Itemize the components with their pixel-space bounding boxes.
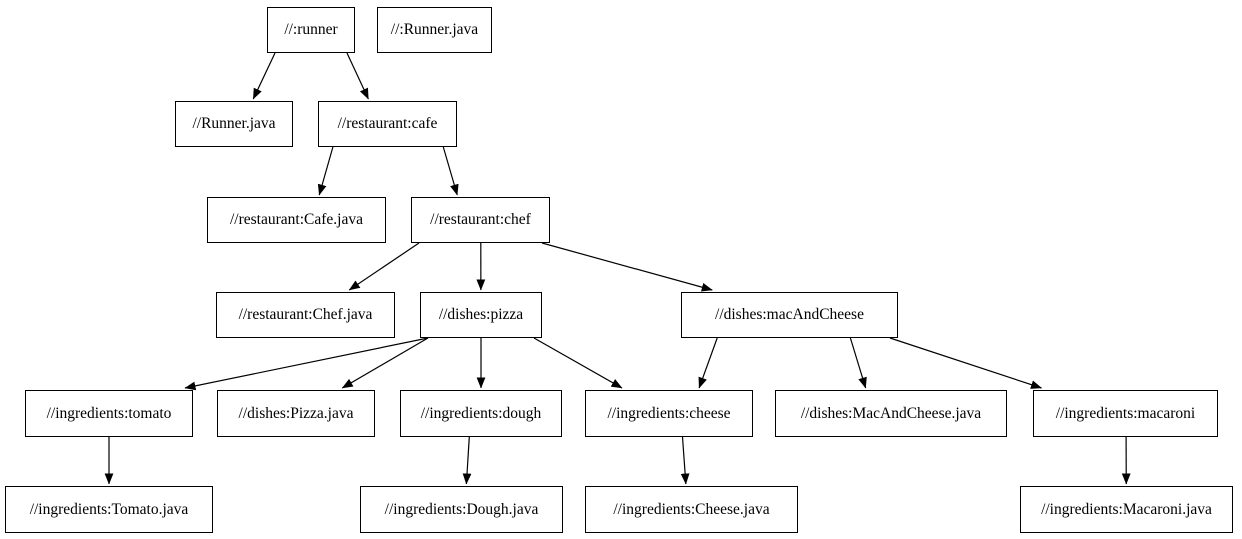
graph-node-ingredients-tomato: //ingredients:tomato [25, 390, 193, 437]
graph-node-dishes-mac-and-cheese: //dishes:macAndCheese [681, 292, 898, 338]
graph-node-label: //:runner [284, 21, 338, 38]
graph-node-ingredients-dough: //ingredients:dough [400, 390, 562, 437]
graph-edge-ingredients-cheese-to-ingredients-cheese-java [680, 436, 690, 485]
graph-edge-runner-to-restaurant-cafe [346, 52, 369, 100]
graph-node-ingredients-cheese: //ingredients:cheese [585, 390, 753, 437]
graph-node-label: //dishes:pizza [438, 306, 524, 323]
graph-edge-restaurant-chef-to-restaurant-chef-java [348, 242, 420, 291]
graph-node-label: //ingredients:Macaroni.java [1041, 500, 1212, 518]
graph-node-label: //ingredients:Cheese.java [613, 500, 770, 518]
graph-node-dishes-pizza: //dishes:pizza [420, 292, 542, 338]
graph-edge-dishes-pizza-to-ingredients-cheese [533, 337, 623, 389]
graph-node-label: //dishes:macAndCheese [715, 306, 864, 323]
graph-node-label: //ingredients:dough [420, 404, 542, 422]
graph-node-ingredients-macaroni-java: //ingredients:Macaroni.java [1020, 486, 1233, 533]
graph-node-label: //restaurant:cafe [337, 115, 438, 132]
graph-node-restaurant-cafe-java: //restaurant:Cafe.java [207, 197, 386, 243]
graph-node-label: //restaurant:Cafe.java [230, 211, 363, 228]
graph-node-label: //ingredients:cheese [607, 404, 731, 422]
graph-node-dishes-pizza-java: //dishes:Pizza.java [217, 390, 375, 437]
graph-edge-runner-to-runner-java [252, 52, 276, 100]
graph-node-label: //:Runner.java [390, 21, 479, 38]
graph-edge-restaurant-cafe-to-restaurant-chef [442, 146, 459, 196]
graph-node-label: //restaurant:Chef.java [238, 306, 373, 323]
graph-node-runner: //:runner [267, 7, 355, 53]
graph-node-ingredients-dough-java: //ingredients:Dough.java [360, 486, 563, 533]
graph-edge-dishes-mac-and-cheese-to-dishes-mac-and-cheese-java [849, 337, 867, 389]
graph-node-runner-java: //Runner.java [175, 101, 293, 147]
graph-node-label: //ingredients:Tomato.java [29, 500, 189, 518]
graph-edge-dishes-pizza-to-dishes-pizza-java [341, 337, 429, 389]
graph-edge-dishes-mac-and-cheese-to-ingredients-cheese [698, 337, 718, 389]
graph-node-label: //Runner.java [192, 115, 276, 132]
graph-node-label: //dishes:MacAndCheese.java [800, 404, 982, 422]
edges [104, 52, 1131, 485]
graph-node-restaurant-chef-java: //restaurant:Chef.java [216, 292, 395, 338]
graph-node-label: //ingredients:Dough.java [384, 500, 539, 518]
graph-edge-restaurant-cafe-to-restaurant-cafe-java [317, 146, 334, 196]
graph-node-label: //ingredients:macaroni [1055, 404, 1196, 422]
graph-edge-ingredients-dough-to-ingredients-dough-java [462, 436, 472, 485]
graph-node-restaurant-cafe: //restaurant:cafe [318, 101, 457, 147]
graph-edge-restaurant-chef-to-dishes-mac-and-cheese [541, 242, 713, 292]
graph-node-restaurant-chef: //restaurant:chef [411, 197, 550, 243]
graph-edge-dishes-mac-and-cheese-to-ingredients-macaroni [889, 337, 1042, 389]
graph-node-root-runner-java: //:Runner.java [377, 7, 492, 53]
graph-node-ingredients-macaroni: //ingredients:macaroni [1033, 390, 1218, 437]
graph-node-ingredients-tomato-java: //ingredients:Tomato.java [5, 486, 213, 533]
graph-node-label: //dishes:Pizza.java [238, 404, 354, 422]
graph-node-ingredients-cheese-java: //ingredients:Cheese.java [585, 486, 798, 533]
graph-node-dishes-mac-and-cheese-java: //dishes:MacAndCheese.java [775, 390, 1007, 437]
graph-node-label: //ingredients:tomato [46, 404, 172, 422]
graph-edge-dishes-pizza-to-ingredients-tomato [184, 337, 429, 391]
graph-node-label: //restaurant:chef [430, 211, 531, 228]
